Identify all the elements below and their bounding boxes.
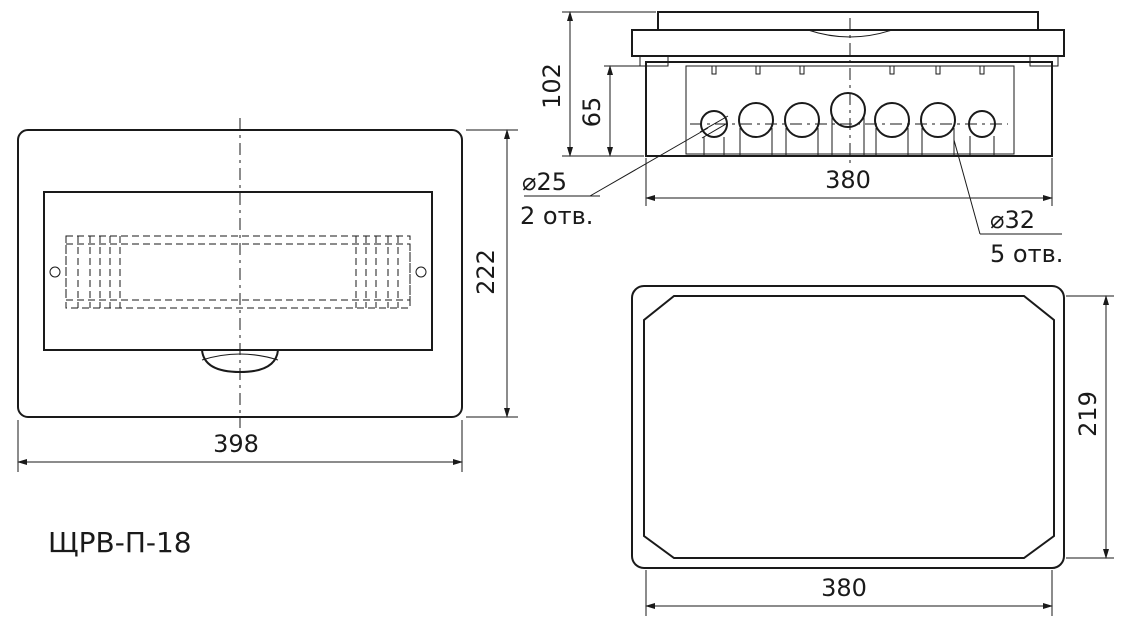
cover-flange	[631, 29, 1065, 57]
dim-side-width-label: 380	[825, 166, 871, 194]
dim-front-height-label: 222	[472, 249, 500, 295]
diameter-icon: ⌀	[990, 206, 1004, 234]
hole-large	[920, 102, 956, 156]
model-title: ЩРВ-П-18	[48, 526, 192, 559]
large-hole-diameter-value: 32	[1004, 206, 1035, 234]
dim-back-height-label: 219	[1074, 391, 1102, 437]
hole-small	[968, 110, 996, 156]
front-door-window	[43, 191, 433, 351]
knockout-holes	[699, 92, 996, 156]
diameter-icon: ⌀	[522, 168, 536, 196]
small-hole-count: 2 отв.	[520, 202, 593, 230]
leader-large-holes	[953, 139, 981, 235]
dim-total-height-label: 102	[538, 63, 566, 109]
leader-small-holes	[589, 127, 709, 197]
back-panel	[643, 295, 1055, 559]
hole-large	[830, 92, 866, 156]
cover-top	[657, 11, 1039, 31]
large-hole-count: 5 отв.	[990, 240, 1063, 268]
right-terminal-block	[355, 236, 399, 308]
back-outer-frame	[631, 285, 1065, 569]
side-view: 102 65 380 ⌀25 2 отв. ⌀32 5 отв.	[520, 10, 1065, 268]
dim-back-width-label: 380	[821, 574, 867, 602]
hole-large	[784, 102, 820, 156]
dim-box-height-label: 65	[578, 97, 606, 128]
back-view: 380 219	[631, 285, 1114, 616]
dim-front-width-label: 398	[213, 430, 259, 458]
hole-small	[699, 110, 729, 156]
small-hole-diameter-value: 25	[536, 168, 567, 196]
hole-large	[738, 102, 774, 156]
left-screw-icon	[49, 266, 61, 278]
large-hole-diameter: ⌀32	[990, 206, 1035, 234]
front-view: 398 222 ЩРВ-П-18	[17, 118, 518, 559]
din-rail-outline	[65, 235, 411, 309]
left-terminal-block	[77, 236, 121, 308]
small-hole-diameter: ⌀25	[522, 168, 567, 196]
box-body	[645, 61, 1053, 157]
hole-large	[874, 102, 910, 156]
right-screw-icon	[415, 266, 427, 278]
